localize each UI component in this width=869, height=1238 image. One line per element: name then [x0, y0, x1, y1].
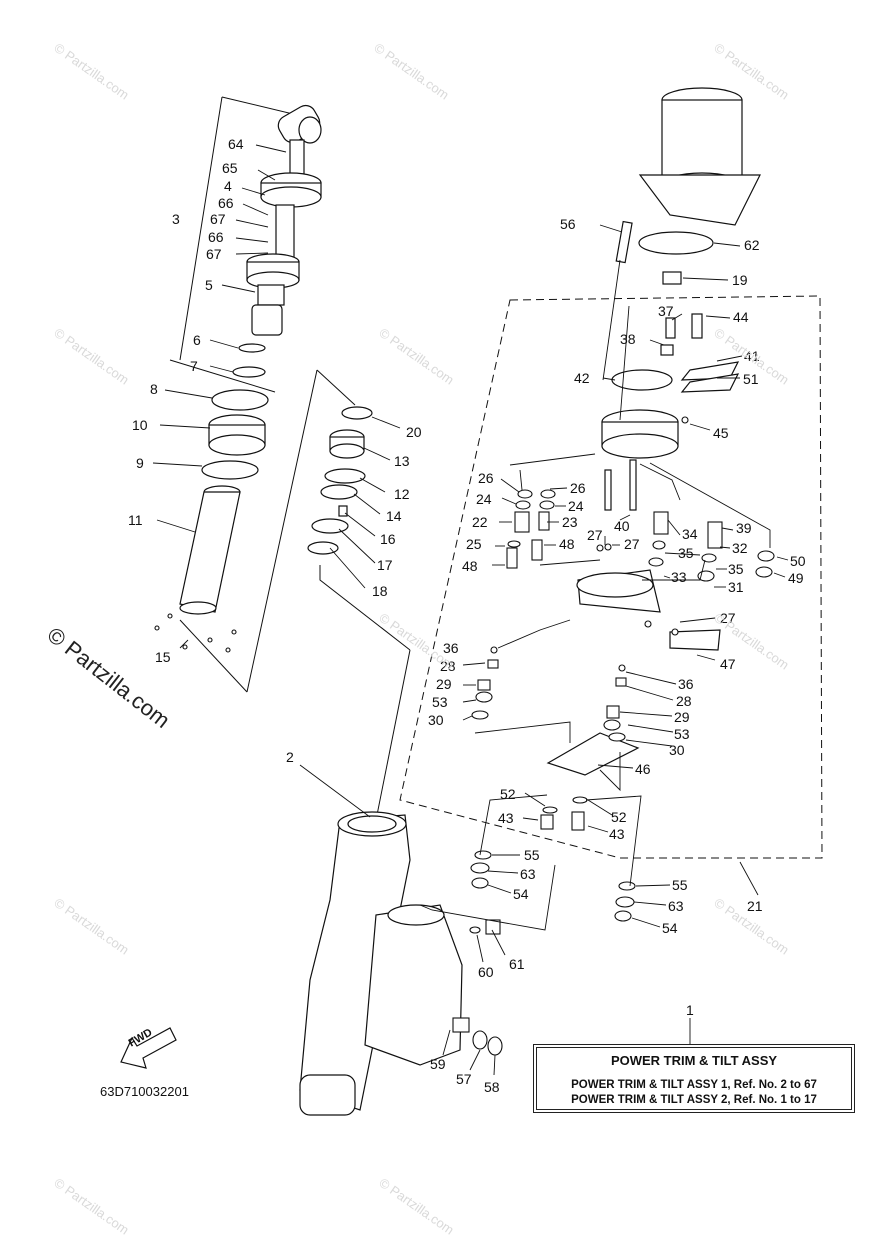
callout-29b: 29 — [674, 709, 690, 725]
callout-59: 59 — [430, 1056, 446, 1072]
callout-53: 53 — [432, 694, 448, 710]
callout-47: 47 — [720, 656, 736, 672]
callout-51: 51 — [743, 371, 759, 387]
bracket-line — [179, 96, 223, 361]
callout-36b: 36 — [678, 676, 694, 692]
callout-49: 49 — [788, 570, 804, 586]
callout-6: 6 — [193, 332, 201, 348]
callout-23: 23 — [562, 514, 578, 530]
callout-61: 61 — [509, 956, 525, 972]
callout-31: 31 — [728, 579, 744, 595]
assembly-title: POWER TRIM & TILT ASSY — [610, 1053, 778, 1068]
callout-39: 39 — [736, 520, 752, 536]
callout-21: 21 — [747, 898, 763, 914]
callout-66: 66 — [218, 195, 234, 211]
callout-63b: 63 — [668, 898, 684, 914]
callout-52b: 52 — [611, 809, 627, 825]
callout-19: 19 — [732, 272, 748, 288]
callout-29: 29 — [436, 676, 452, 692]
callout-34: 34 — [682, 526, 698, 542]
callout-28b: 28 — [676, 693, 692, 709]
title-box: POWER TRIM & TILT ASSY POWER TRIM & TILT… — [533, 1044, 855, 1113]
left-parts — [179, 104, 373, 615]
callout-48b: 48 — [462, 558, 478, 574]
callout-35: 35 — [678, 545, 694, 561]
callout-13: 13 — [394, 453, 410, 469]
callout-3: 3 — [172, 211, 180, 227]
callout-67b: 67 — [206, 246, 222, 262]
callout-28: 28 — [440, 658, 456, 674]
callout-25: 25 — [466, 536, 482, 552]
callout-36: 36 — [443, 640, 459, 656]
assembly-line-1: POWER TRIM & TILT ASSY 1, Ref. No. 2 to … — [571, 1079, 817, 1091]
callout-38: 38 — [620, 331, 636, 347]
callout-16: 16 — [380, 531, 396, 547]
callout-56: 56 — [560, 216, 576, 232]
callout-57: 57 — [456, 1071, 472, 1087]
callout-50: 50 — [790, 553, 806, 569]
callout-45: 45 — [713, 425, 729, 441]
diagram-number: 63D710032201 — [100, 1084, 189, 1099]
callout-32: 32 — [732, 540, 748, 556]
callout-1: 1 — [686, 1002, 694, 1018]
callout-30b: 30 — [669, 742, 685, 758]
callout-60: 60 — [478, 964, 494, 980]
callout-41: 41 — [744, 348, 760, 364]
callout-24b: 24 — [568, 498, 584, 514]
callout-55: 55 — [524, 847, 540, 863]
leader-lines — [152, 144, 789, 1076]
callout-54b: 54 — [662, 920, 678, 936]
callout-53b: 53 — [674, 726, 690, 742]
title-box-inner: POWER TRIM & TILT ASSY POWER TRIM & TILT… — [536, 1047, 852, 1110]
callout-11: 11 — [128, 512, 143, 528]
callout-64: 64 — [228, 136, 244, 152]
callout-48: 48 — [559, 536, 575, 552]
callout-43b: 43 — [609, 826, 625, 842]
callout-12: 12 — [394, 486, 410, 502]
callout-2: 2 — [286, 749, 294, 765]
callout-4: 4 — [224, 178, 232, 194]
callout-22: 22 — [472, 514, 488, 530]
callout-26b: 26 — [570, 480, 586, 496]
callout-58: 58 — [484, 1079, 500, 1095]
callout-35b: 35 — [728, 561, 744, 577]
callout-labels: 64 65 4 66 67 66 67 3 5 6 7 8 10 9 11 15… — [128, 136, 806, 1095]
callout-9: 9 — [136, 455, 144, 471]
callout-5: 5 — [205, 277, 213, 293]
callout-27b: 27 — [624, 536, 640, 552]
callout-43: 43 — [498, 810, 514, 826]
callout-14: 14 — [386, 508, 402, 524]
callout-27c: 27 — [720, 610, 736, 626]
callout-63: 63 — [520, 866, 536, 882]
callout-26: 26 — [478, 470, 494, 486]
callout-52: 52 — [500, 786, 516, 802]
callout-37: 37 — [658, 303, 674, 319]
callout-20: 20 — [406, 424, 422, 440]
motor-pump — [546, 87, 761, 776]
tilt-housing — [299, 811, 463, 1116]
callout-17: 17 — [377, 557, 393, 573]
callout-62: 62 — [744, 237, 760, 253]
callout-30: 30 — [428, 712, 444, 728]
callout-15: 15 — [155, 649, 171, 665]
callout-67: 67 — [210, 211, 226, 227]
parts-diagram: 64 65 4 66 67 66 67 3 5 6 7 8 10 9 11 15… — [120, 87, 823, 1116]
callout-10: 10 — [132, 417, 148, 433]
callout-55b: 55 — [672, 877, 688, 893]
callout-54: 54 — [513, 886, 529, 902]
callout-7: 7 — [190, 358, 198, 374]
callout-66b: 66 — [208, 229, 224, 245]
callout-18: 18 — [372, 583, 388, 599]
fwd-arrow-icon — [120, 1027, 177, 1069]
callout-46: 46 — [635, 761, 651, 777]
callout-65: 65 — [222, 160, 238, 176]
callout-24: 24 — [476, 491, 492, 507]
callout-44: 44 — [733, 309, 749, 325]
callout-42: 42 — [574, 370, 590, 386]
callout-33: 33 — [671, 569, 687, 585]
assembly-line-2: POWER TRIM & TILT ASSY 2, Ref. No. 1 to … — [571, 1094, 817, 1106]
callout-8: 8 — [150, 381, 158, 397]
callout-40: 40 — [614, 518, 630, 534]
callout-27: 27 — [587, 527, 603, 543]
